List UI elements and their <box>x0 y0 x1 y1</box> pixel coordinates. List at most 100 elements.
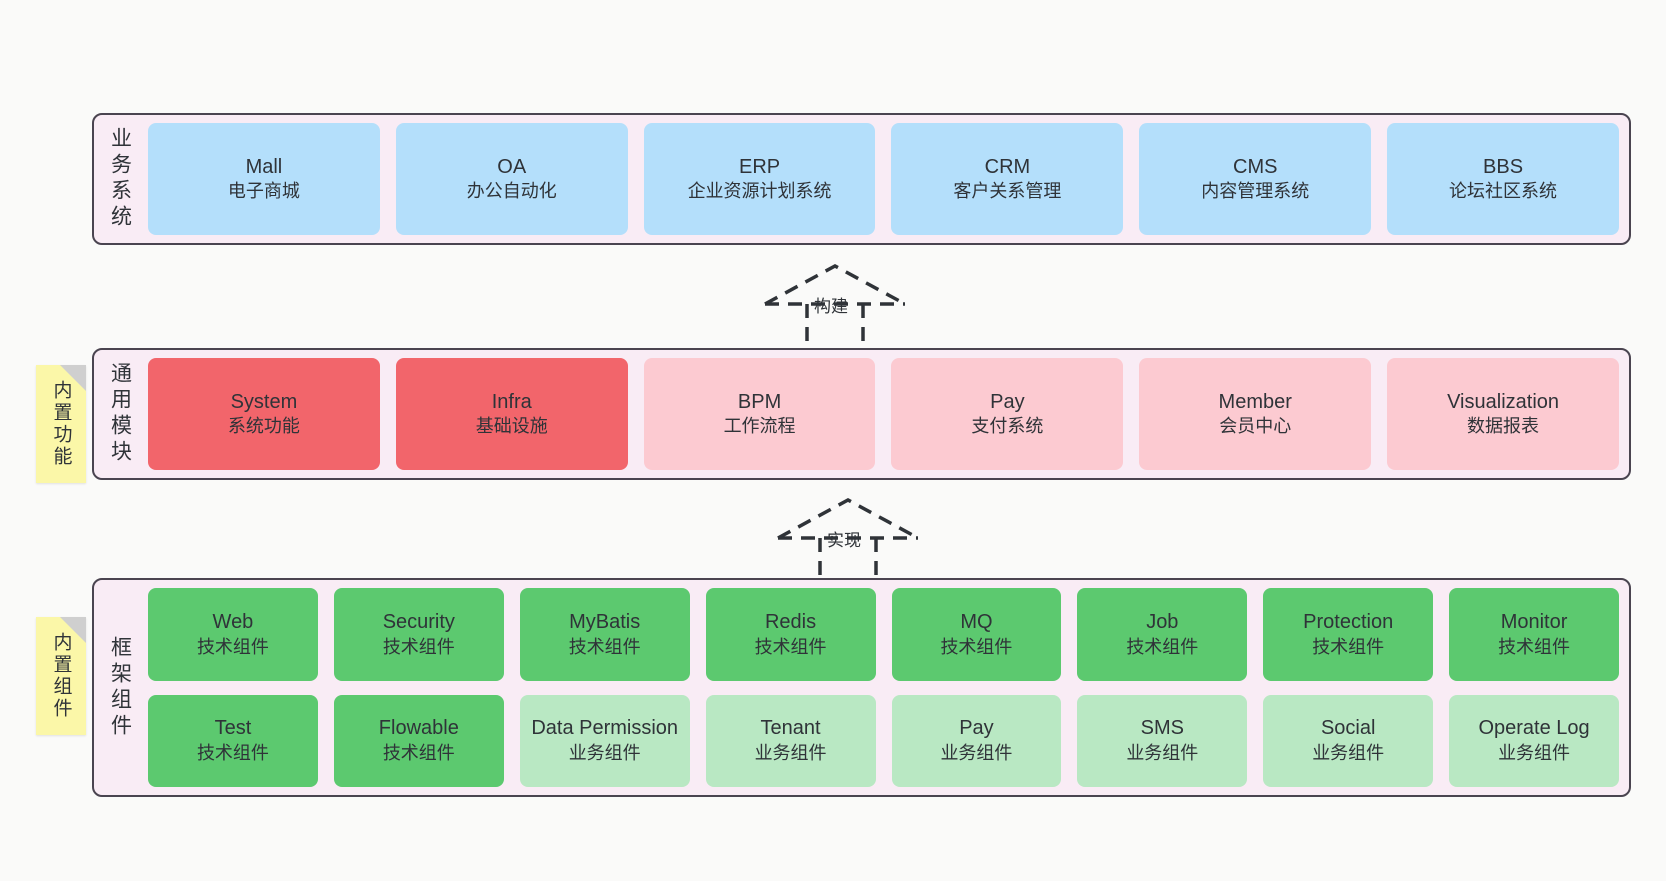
card-social[interactable]: Social 业务组件 <box>1263 694 1434 787</box>
card-title: Protection <box>1303 610 1394 633</box>
card-crm[interactable]: CRM 客户关系管理 <box>891 123 1124 235</box>
note-fold-corner-icon <box>60 617 86 643</box>
card-subtitle: 企业资源计划系统 <box>687 181 832 202</box>
card-subtitle: 客户关系管理 <box>953 181 1062 202</box>
card-redis[interactable]: Redis 技术组件 <box>705 588 876 681</box>
card-subtitle: 业务组件 <box>1126 743 1199 764</box>
layer-business-system: 业务系统 Mall 电子商城 OA 办公自动化 ERP 企业资源计划系统 CRM… <box>92 113 1631 245</box>
card-subtitle: 业务组件 <box>568 743 641 764</box>
card-subtitle: 技术组件 <box>382 743 455 764</box>
card-subtitle: 技术组件 <box>196 743 269 764</box>
connector-implement-label: 实现 <box>827 531 861 550</box>
card-data-permission[interactable]: Data Permission 业务组件 <box>519 694 690 787</box>
card-cms[interactable]: CMS 内容管理系统 <box>1139 123 1372 235</box>
note-builtin-components: 内置组件 <box>36 617 86 735</box>
card-bpm[interactable]: BPM 工作流程 <box>643 358 876 470</box>
card-row: Mall 电子商城 OA 办公自动化 ERP 企业资源计划系统 CRM 客户关系… <box>148 123 1619 235</box>
card-title: Social <box>1320 717 1376 740</box>
card-row: Test 技术组件 Flowable 技术组件 Data Permission … <box>148 694 1619 787</box>
card-grid-framework-component: Web 技术组件 Security 技术组件 MyBatis 技术组件 Redi… <box>140 588 1619 787</box>
card-visualization[interactable]: Visualization 数据报表 <box>1387 358 1619 470</box>
card-erp[interactable]: ERP 企业资源计划系统 <box>643 123 876 235</box>
card-row: Web 技术组件 Security 技术组件 MyBatis 技术组件 Redi… <box>148 588 1619 681</box>
card-title: Redis <box>764 610 817 633</box>
card-title: BPM <box>737 390 782 413</box>
card-title: CMS <box>1233 155 1278 178</box>
layer-framework-component: 框架组件 Web 技术组件 Security 技术组件 MyBatis 技术组件… <box>92 578 1631 797</box>
card-tenant[interactable]: Tenant 业务组件 <box>705 694 876 787</box>
card-operate-log[interactable]: Operate Log 业务组件 <box>1449 694 1619 787</box>
layer-common-module: 通用模块 System 系统功能 Infra 基础设施 BPM 工作流程 Pay… <box>92 348 1631 480</box>
card-sms[interactable]: SMS 业务组件 <box>1077 694 1248 787</box>
card-subtitle: 业务组件 <box>1498 743 1571 764</box>
card-test[interactable]: Test 技术组件 <box>148 694 318 787</box>
card-system[interactable]: System 系统功能 <box>148 358 380 470</box>
layer-title-business-system: 业务系统 <box>108 127 132 231</box>
card-subtitle: 技术组件 <box>1312 636 1385 657</box>
card-title: MyBatis <box>569 610 641 633</box>
card-subtitle: 系统功能 <box>227 416 300 437</box>
card-title: Pay <box>959 717 994 740</box>
card-title: Test <box>214 717 252 740</box>
card-title: Infra <box>491 390 532 413</box>
card-flowable[interactable]: Flowable 技术组件 <box>333 694 504 787</box>
card-title: Member <box>1218 390 1292 413</box>
card-pay-component[interactable]: Pay 业务组件 <box>891 694 1062 787</box>
card-bbs[interactable]: BBS 论坛社区系统 <box>1387 123 1619 235</box>
card-subtitle: 技术组件 <box>1126 636 1199 657</box>
card-title: System <box>230 390 298 413</box>
card-protection[interactable]: Protection 技术组件 <box>1263 588 1434 681</box>
card-subtitle: 技术组件 <box>568 636 641 657</box>
card-subtitle: 技术组件 <box>940 636 1013 657</box>
card-title: Visualization <box>1447 390 1560 413</box>
card-web[interactable]: Web 技术组件 <box>148 588 318 681</box>
card-title: ERP <box>739 155 781 178</box>
card-title: Job <box>1146 610 1179 633</box>
card-pay-module[interactable]: Pay 支付系统 <box>891 358 1124 470</box>
card-subtitle: 电子商城 <box>227 181 300 202</box>
layer-title-common-module: 通用模块 <box>108 362 132 466</box>
card-subtitle: 业务组件 <box>1312 743 1385 764</box>
card-title: BBS <box>1483 155 1524 178</box>
card-infra[interactable]: Infra 基础设施 <box>395 358 628 470</box>
card-subtitle: 技术组件 <box>382 636 455 657</box>
card-member[interactable]: Member 会员中心 <box>1139 358 1372 470</box>
note-label: 内置组件 <box>50 632 72 720</box>
card-grid-common-module: System 系统功能 Infra 基础设施 BPM 工作流程 Pay 支付系统… <box>140 358 1619 470</box>
card-mq[interactable]: MQ 技术组件 <box>891 588 1062 681</box>
card-title: Mall <box>245 155 283 178</box>
card-job[interactable]: Job 技术组件 <box>1077 588 1248 681</box>
card-subtitle: 技术组件 <box>196 636 269 657</box>
card-title: Monitor <box>1500 610 1568 633</box>
card-subtitle: 技术组件 <box>754 636 827 657</box>
connector-build-label: 构建 <box>814 297 848 316</box>
card-mybatis[interactable]: MyBatis 技术组件 <box>519 588 690 681</box>
note-label: 内置功能 <box>50 380 72 468</box>
card-title: Tenant <box>760 717 821 740</box>
card-title: Security <box>382 610 455 633</box>
card-title: Web <box>212 610 254 633</box>
card-oa[interactable]: OA 办公自动化 <box>395 123 628 235</box>
card-subtitle: 支付系统 <box>971 416 1044 437</box>
note-fold-corner-icon <box>60 365 86 391</box>
card-title: Data Permission <box>531 717 679 740</box>
card-title: Operate Log <box>1478 717 1590 740</box>
card-subtitle: 数据报表 <box>1467 416 1540 437</box>
card-subtitle: 基础设施 <box>475 416 548 437</box>
card-subtitle: 论坛社区系统 <box>1449 181 1558 202</box>
card-monitor[interactable]: Monitor 技术组件 <box>1449 588 1619 681</box>
card-subtitle: 办公自动化 <box>466 181 557 202</box>
card-subtitle: 业务组件 <box>754 743 827 764</box>
card-title: SMS <box>1140 717 1184 740</box>
card-title: Pay <box>990 390 1025 413</box>
card-mall[interactable]: Mall 电子商城 <box>148 123 380 235</box>
card-title: CRM <box>984 155 1031 178</box>
note-builtin-features: 内置功能 <box>36 365 86 483</box>
card-subtitle: 工作流程 <box>723 416 796 437</box>
card-subtitle: 技术组件 <box>1498 636 1571 657</box>
card-row: System 系统功能 Infra 基础设施 BPM 工作流程 Pay 支付系统… <box>148 358 1619 470</box>
card-security[interactable]: Security 技术组件 <box>333 588 504 681</box>
layer-title-framework-component: 框架组件 <box>108 635 132 740</box>
card-subtitle: 内容管理系统 <box>1201 181 1310 202</box>
